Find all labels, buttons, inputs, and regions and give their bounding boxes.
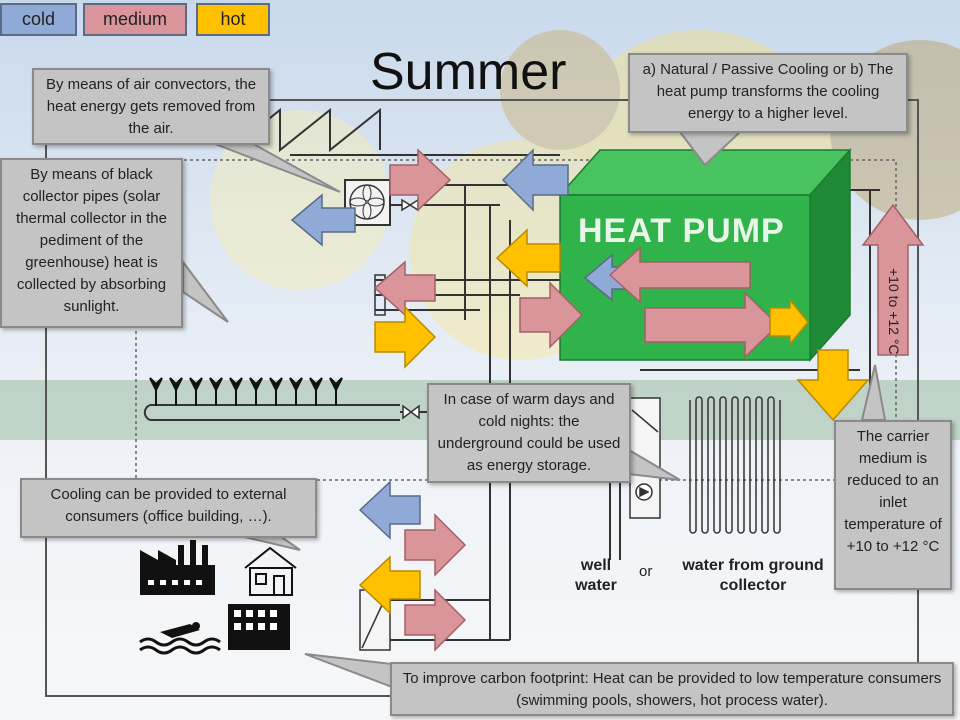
arrow-medium-right-3 [644, 291, 780, 359]
arrow-medium-right-5 [404, 588, 467, 652]
arrow-cold-left-1 [290, 193, 356, 247]
medium-arrows [373, 148, 925, 652]
arrow-cold-left-2 [501, 148, 569, 212]
arrow-medium-up [861, 203, 925, 356]
valve-lower [402, 404, 420, 420]
legend-hot: hot [196, 3, 270, 36]
callout-air-convectors: By means of air convectors, the heat ene… [32, 68, 270, 145]
valve-upper [401, 198, 419, 212]
callout-cooling-modes: a) Natural / Passive Cooling or b) The h… [628, 53, 908, 133]
callout-carrier-medium: The carrier medium is reduced to an inle… [834, 420, 952, 590]
sawtooth-roof [229, 107, 381, 153]
callout-collector-pipes: By means of black collector pipes (solar… [0, 158, 183, 328]
callout-external-consumers: Cooling can be provided to external cons… [20, 478, 317, 538]
plant-row [149, 377, 343, 406]
arrow-hot-right-1 [374, 305, 437, 369]
arrow-medium-left-2 [608, 246, 751, 304]
legend-medium: medium [83, 3, 187, 36]
swimmer-icon [139, 622, 221, 655]
ground-collector-coil [689, 396, 781, 534]
arrow-medium-right-4 [404, 513, 467, 577]
building-icon [228, 604, 290, 650]
callout-energy-storage: In case of warm days and cold nights: th… [427, 383, 631, 483]
callout-carbon-footprint: To improve carbon footprint: Heat can be… [390, 662, 954, 716]
label-ground-collector: water from ground collector [682, 557, 824, 594]
arrow-medium-right-1 [389, 148, 452, 212]
arrow-hot-down [796, 349, 870, 422]
factory-icon [140, 540, 215, 595]
legend-cold: cold [0, 3, 77, 36]
arrow-medium-right-2 [519, 281, 584, 349]
arrow-hot-left-2 [358, 555, 421, 615]
house-icon [244, 546, 297, 596]
arrow-hot-right-2 [769, 297, 809, 347]
arrow-cold-left-4 [358, 480, 421, 540]
page-title: Summer [370, 43, 567, 101]
temperature-vertical-label: +10 to +12 °C [886, 268, 902, 355]
heat-pump-label: HEAT PUMP [578, 212, 785, 250]
label-or: or [639, 563, 653, 580]
hot-arrows [358, 228, 870, 615]
label-well-water: well water [575, 557, 617, 594]
arrow-hot-left-1 [495, 228, 561, 288]
